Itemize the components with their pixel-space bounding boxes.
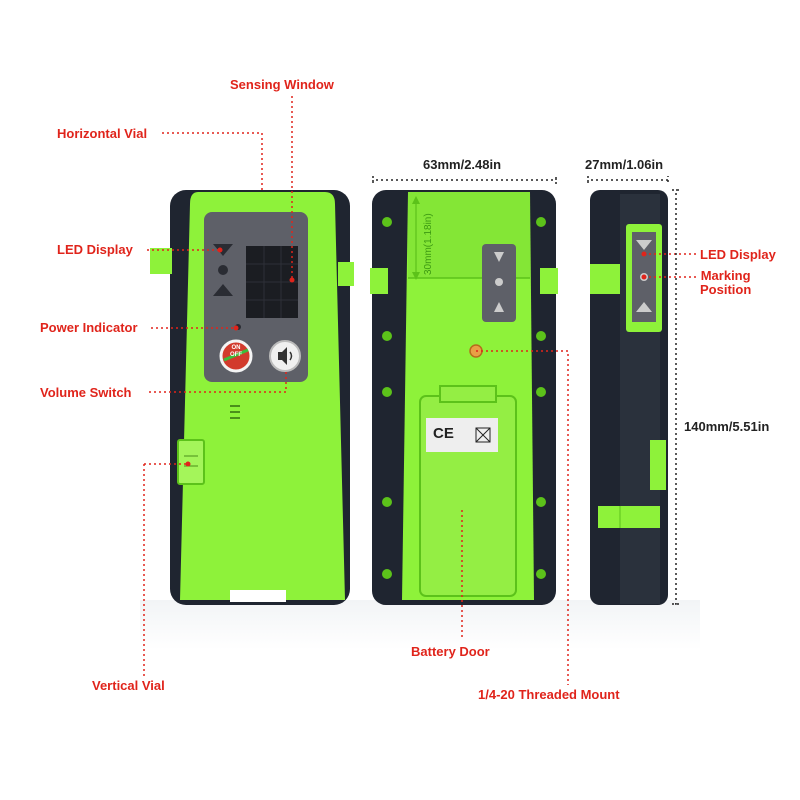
side-bottom-clip	[598, 506, 660, 528]
leader-threaded-mount	[476, 350, 569, 685]
label-battery-door: Battery Door	[411, 644, 490, 659]
leader-horizontal-vial	[162, 132, 263, 190]
label-marking-position: Marking Position	[700, 268, 752, 297]
weee-bin-icon	[475, 427, 491, 443]
dim-height-label: 140mm/5.51in	[684, 419, 770, 434]
label-led-display-side: LED Display	[700, 247, 776, 262]
label-power-indicator: Power Indicator	[40, 320, 138, 335]
dim-width-line	[372, 176, 557, 184]
bottom-notch	[230, 590, 286, 602]
dim-height-line	[672, 189, 680, 605]
dim-width-label: 63mm/2.48in	[423, 157, 502, 172]
label-sensing-window: Sensing Window	[230, 77, 334, 92]
compliance-label	[426, 418, 498, 452]
floor-shadow	[140, 600, 700, 650]
dim-depth-label: 27mm/1.06in	[585, 157, 664, 172]
arrow-down-icon	[213, 244, 233, 256]
label-vertical-vial: Vertical Vial	[92, 678, 165, 693]
ce-mark: CE	[433, 425, 454, 442]
left-clip	[150, 248, 172, 274]
on-label: ON	[231, 345, 241, 351]
on-off-label: ON OFF	[226, 345, 246, 359]
front-view	[150, 190, 354, 605]
label-volume-switch: Volume Switch	[40, 385, 132, 400]
label-threaded-mount: 1/4-20 Threaded Mount	[478, 687, 620, 702]
off-label: OFF	[230, 352, 242, 358]
dimension-lines	[372, 176, 680, 605]
dim-depth-line	[587, 176, 669, 184]
speaker-icon	[278, 347, 287, 365]
leader-volume-switch	[149, 372, 287, 393]
arrow-up-icon	[213, 284, 233, 296]
side-clip	[590, 264, 620, 294]
callout-lines	[143, 96, 698, 685]
label-led-display-front: LED Display	[57, 242, 133, 257]
side-view	[590, 190, 668, 605]
center-dot	[218, 265, 228, 275]
label-horizontal-vial: Horizontal Vial	[57, 126, 148, 141]
right-clip	[338, 262, 354, 286]
back-view	[370, 190, 558, 605]
back-scale-text: 30mm(1.18in)	[423, 213, 434, 275]
vertical-vial	[177, 439, 205, 485]
